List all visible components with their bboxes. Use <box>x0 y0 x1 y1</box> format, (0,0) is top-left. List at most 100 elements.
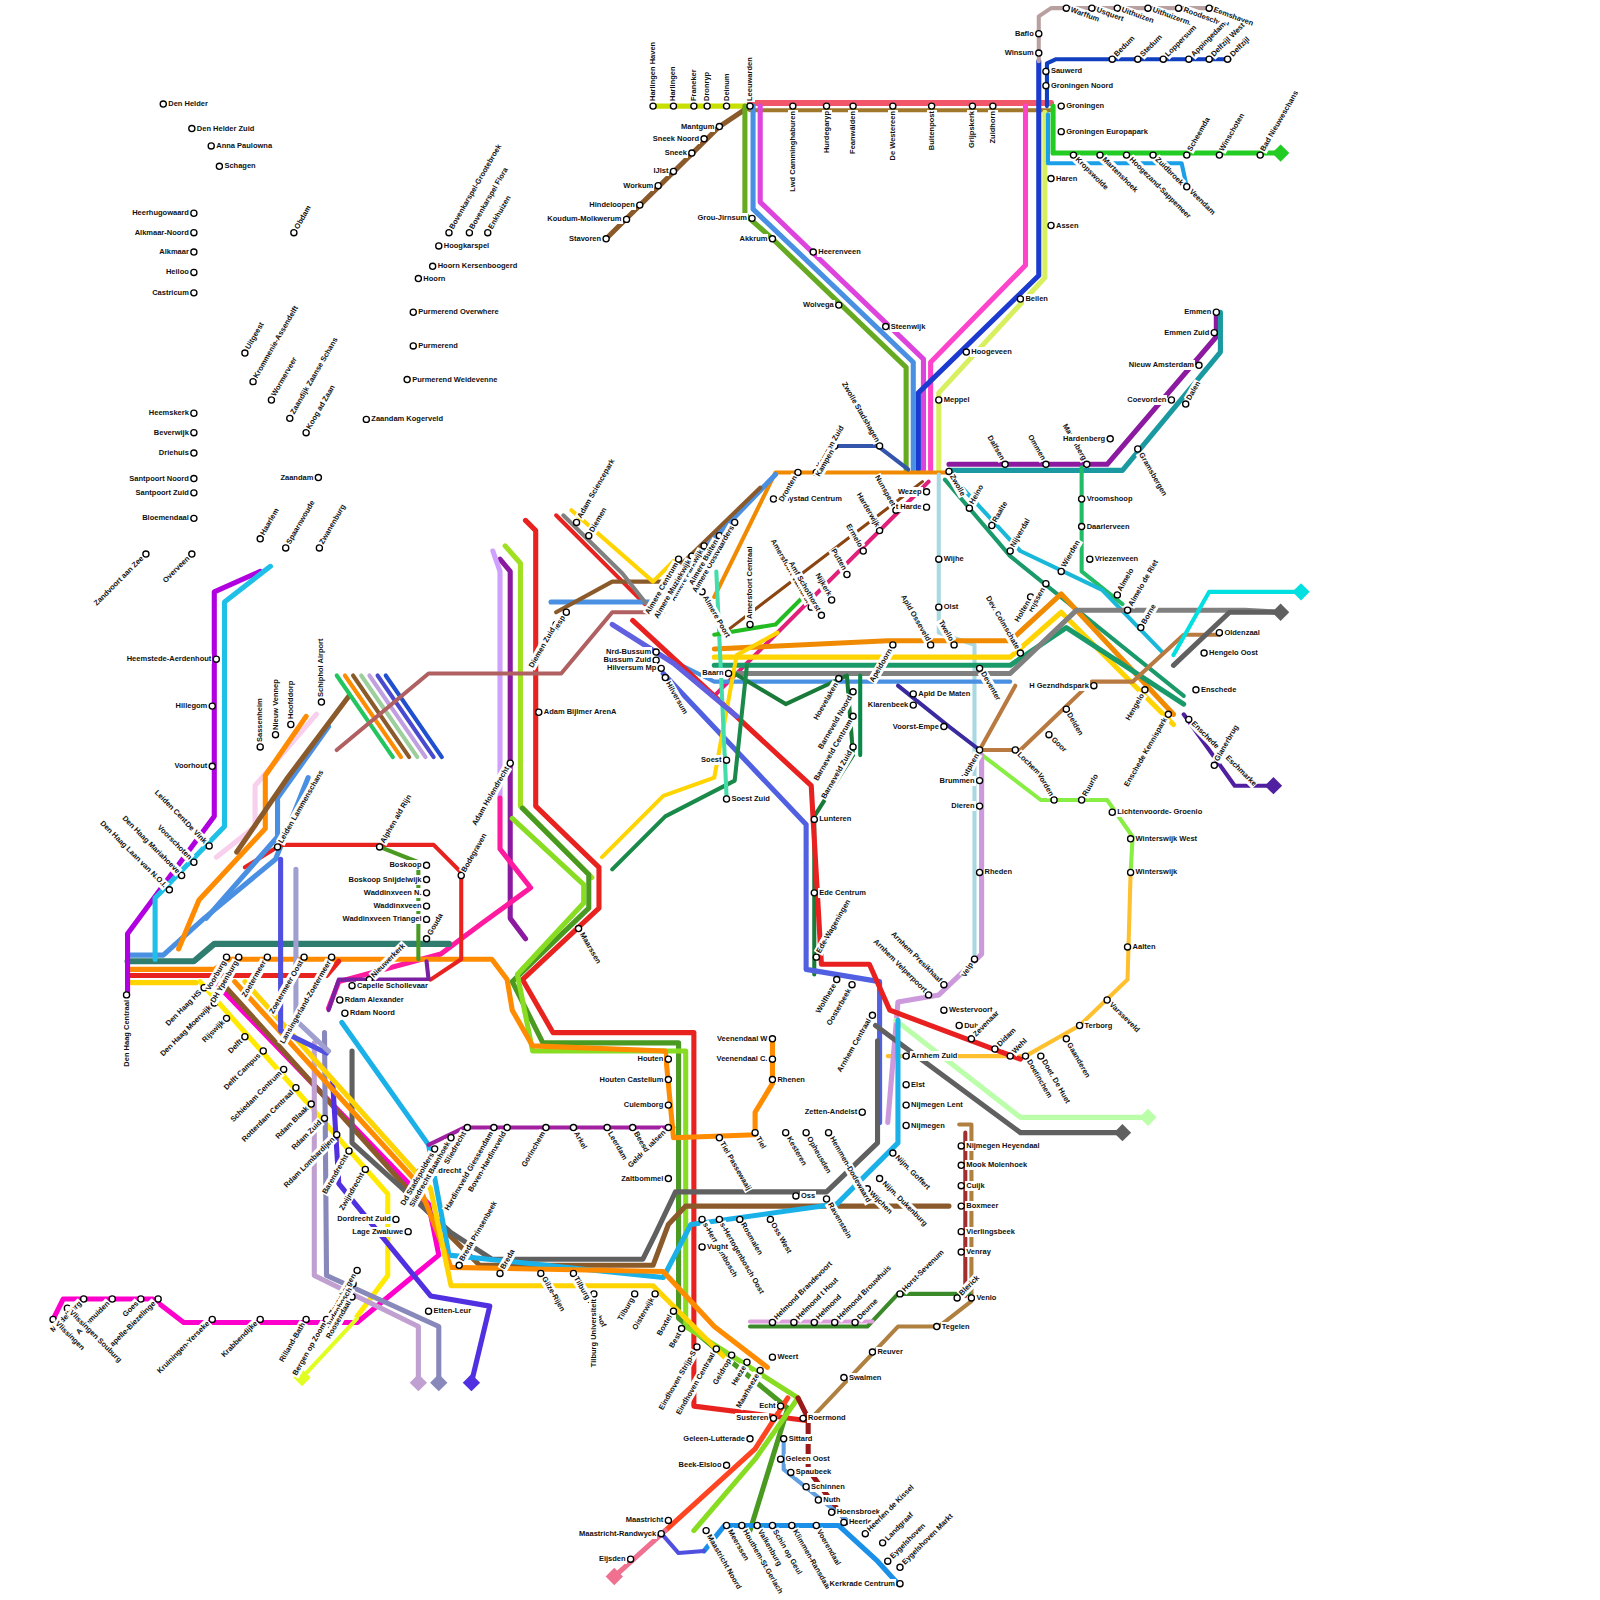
rail-line <box>963 1133 967 1296</box>
station-dot <box>723 757 729 763</box>
rail-line <box>1047 59 1230 106</box>
label-wrap: Delden <box>1064 710 1086 738</box>
label-wrap: Diemen Zuid <box>526 625 558 671</box>
label-wrap: Zwolle Stadshagen <box>838 379 882 445</box>
station-dot <box>191 859 197 865</box>
station-name: Emmen <box>1183 307 1212 317</box>
label-wrap: Wijhe <box>943 554 965 564</box>
station-name: Den Haag Centraal <box>122 999 132 1068</box>
label-wrap: Den Haag Centraal <box>122 999 132 1068</box>
label-wrap: Sittard <box>788 1434 814 1444</box>
label-wrap: Mantgum <box>680 122 715 132</box>
station-dot <box>650 103 656 109</box>
label-wrap: Enschede Kennispark <box>1122 715 1171 790</box>
label-wrap: Breda Prinsenbeek <box>457 1199 501 1265</box>
station-name: Lunteren <box>818 814 852 824</box>
line-ends <box>293 144 1309 1585</box>
label-wrap: Susteren <box>735 1413 769 1423</box>
station-dot <box>504 1124 510 1130</box>
station-name: Purmerend <box>417 341 459 351</box>
label-wrap: Schiphol Airport <box>316 638 326 698</box>
station-name: Vriezenveen <box>1094 554 1139 564</box>
label-wrap: Santpoort Noord <box>128 474 190 484</box>
station-name: Soest Zuid <box>731 794 771 804</box>
station-dot <box>1224 56 1230 62</box>
station-dot <box>1091 683 1097 689</box>
station-dot <box>637 202 643 208</box>
station-dot <box>860 548 866 554</box>
station-name: Steenwijk <box>890 322 927 332</box>
station-name: Heiloo <box>165 267 190 277</box>
label-wrap: Rdam Noord <box>349 1008 396 1018</box>
rail-lines <box>53 8 1301 1584</box>
label-wrap: Maastricht-Randwyck <box>578 1529 657 1539</box>
station-dot <box>206 843 212 849</box>
station-dot <box>1058 568 1064 574</box>
station-dot <box>670 1308 676 1314</box>
label-wrap: Nijmegen Lent <box>910 1100 964 1110</box>
station-dot <box>321 1115 327 1121</box>
label-wrap: Heerhugowaard <box>131 208 190 218</box>
station-name: Amersfoort Centraal <box>745 546 755 621</box>
station-dot <box>283 545 289 551</box>
station-name: Apld De Maten <box>917 689 971 699</box>
station-dot <box>880 1540 886 1546</box>
label-wrap: Arkel <box>571 1129 590 1152</box>
label-wrap: Geleen Oost <box>785 1454 831 1464</box>
label-wrap: Rijswijk <box>199 1018 227 1046</box>
station-dot <box>679 1326 685 1332</box>
station-dot <box>958 1229 964 1235</box>
station-name: Nieuw Amsterdam <box>1128 360 1195 370</box>
station-dot <box>303 430 309 436</box>
station-dot <box>890 103 896 109</box>
label-wrap: H Gezndhdspark <box>1028 681 1090 691</box>
station-dot <box>466 230 472 236</box>
station-name: Nijverdal <box>1008 516 1034 550</box>
station-dot <box>770 1415 776 1421</box>
rail-line <box>898 686 980 750</box>
station-name: Olst <box>943 602 960 612</box>
station-name: Meppel <box>943 395 971 405</box>
label-wrap: Winterswijk <box>1135 867 1179 877</box>
station-dot <box>213 656 219 662</box>
station-dot <box>665 1102 671 1108</box>
label-wrap: Reuver <box>876 1347 903 1357</box>
label-wrap: Aalten <box>1132 942 1157 952</box>
station-name: Arnhem Centraal <box>835 1016 875 1075</box>
label-wrap: Ruurlo <box>1079 771 1101 799</box>
station-dot <box>890 642 896 648</box>
station-name: Dronryp <box>702 71 712 102</box>
station-dot <box>216 163 222 169</box>
station-dot <box>242 1034 248 1040</box>
station-name: Raalte <box>989 498 1010 524</box>
station-name: Houten Castellum <box>599 1075 665 1085</box>
rail-line <box>633 620 1021 1059</box>
station-dot <box>1201 650 1207 656</box>
station-dot <box>826 1130 832 1136</box>
station-name: Elst <box>910 1080 926 1090</box>
rail-line <box>337 612 664 750</box>
station-name: Uitgeest <box>243 320 267 352</box>
station-dot <box>415 276 421 282</box>
station-dot <box>701 136 707 142</box>
station-name: Rijswijk <box>199 1018 227 1046</box>
rail-line <box>245 845 461 980</box>
station-name: Purmerend Weidevenne <box>411 375 498 385</box>
station-dot <box>507 760 513 766</box>
label-wrap: Gouda <box>424 911 446 938</box>
station-dot <box>966 505 972 511</box>
station-dot <box>318 699 324 705</box>
label-wrap: Zandvoort aan Zee <box>91 553 147 609</box>
station-dots <box>50 5 1263 1587</box>
station-dot <box>954 1295 960 1301</box>
label-wrap: Heino <box>967 482 987 507</box>
rail-line <box>53 982 439 1323</box>
station-dot <box>739 1522 745 1528</box>
label-wrap: Bodegraven <box>459 830 490 874</box>
label-wrap: Leerdam <box>605 1129 630 1163</box>
station-dot <box>653 649 659 655</box>
station-dot <box>209 1316 215 1322</box>
station-dot <box>1213 309 1219 315</box>
station-dot <box>769 1056 775 1062</box>
